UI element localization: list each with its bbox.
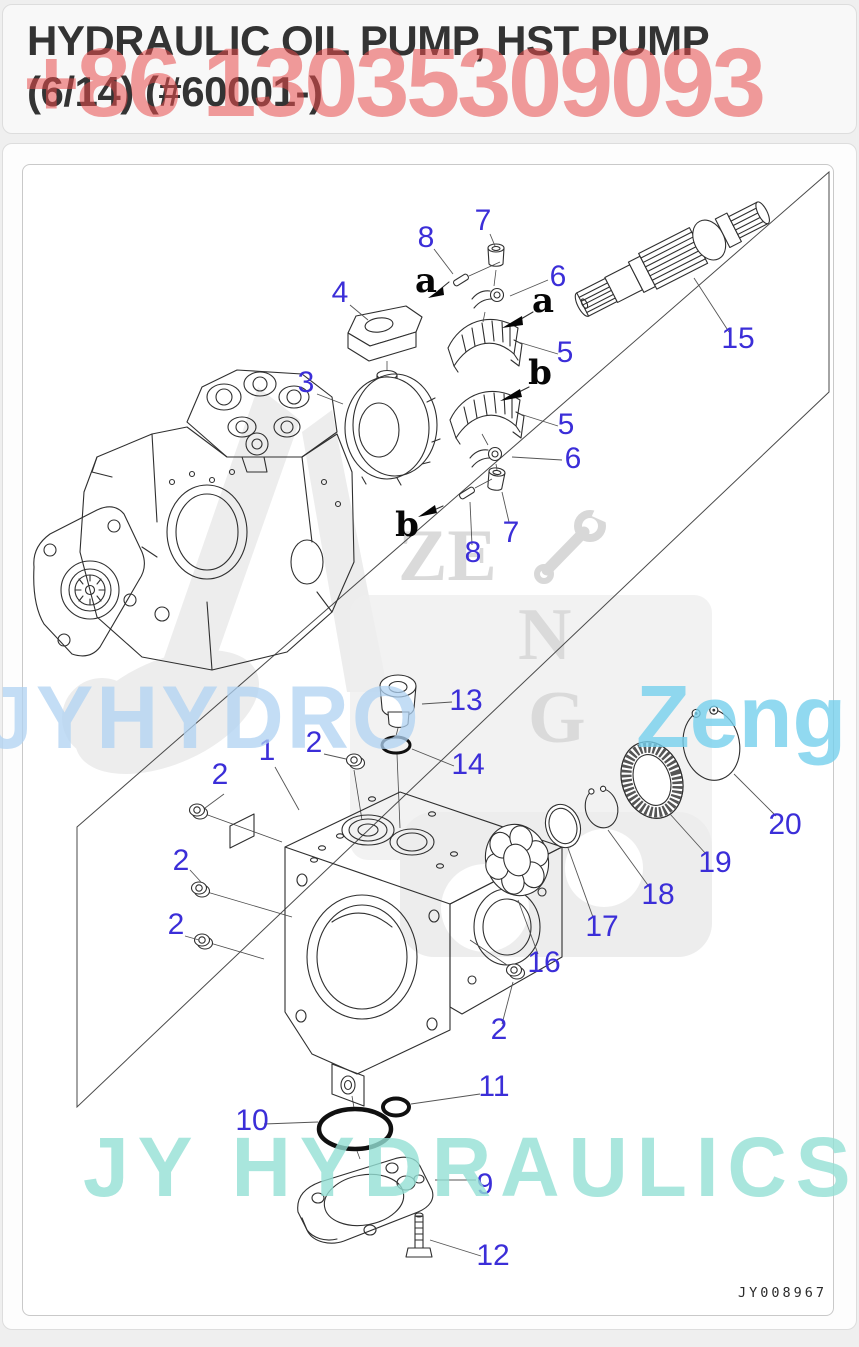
phone-watermark: +86 13035309093 <box>23 28 766 134</box>
part-6-fork-upper <box>471 287 505 309</box>
part-label-8b: 8 <box>465 536 482 569</box>
part-label-14: 14 <box>451 748 484 781</box>
part-label-16: 16 <box>527 946 560 979</box>
part-8-pin-upper <box>452 272 470 288</box>
exploded-view-plane <box>76 170 830 1109</box>
part-label-18: 18 <box>641 878 674 911</box>
part-15-shaft <box>574 201 770 317</box>
construction-lines <box>351 261 501 1160</box>
part-label-5a: 5 <box>557 336 574 369</box>
part-label-6a: 6 <box>550 260 567 293</box>
part-label-7b: 7 <box>503 516 520 549</box>
part-label-2d: 2 <box>306 726 323 759</box>
part-label-19: 19 <box>698 846 731 879</box>
part-10-oring <box>316 1106 394 1152</box>
diagram-box[interactable]: ZE N G <box>22 164 834 1316</box>
part-label-12: 12 <box>476 1239 509 1272</box>
part-label-2c: 2 <box>168 908 185 941</box>
view-arrows <box>418 281 534 517</box>
part-18-snap-ring <box>584 785 619 829</box>
part-14-oring <box>380 735 412 755</box>
part-2-bolt-5 <box>469 939 526 980</box>
wrench-icon <box>534 504 612 584</box>
part-12-bolt <box>405 1212 433 1258</box>
part-7-plug-lower <box>485 466 507 492</box>
part-5-cradle-lower <box>449 390 525 445</box>
view-label-a1: a <box>415 261 437 301</box>
part-label-11: 11 <box>478 1070 509 1103</box>
part-7-plug-upper <box>487 243 505 267</box>
view-label-a2: a <box>532 281 554 321</box>
part-label-17: 17 <box>585 910 618 943</box>
drawing-code: JY008967 <box>737 1285 827 1301</box>
part-label-4: 4 <box>332 276 349 309</box>
gray-watermark-g: G <box>528 677 586 759</box>
part-label-13: 13 <box>449 684 482 717</box>
part-label-5b: 5 <box>558 408 575 441</box>
gray-watermark-ze: ZE <box>398 515 497 597</box>
title-line-1: HYDRAULIC OIL PUMP, HST PUMP <box>27 17 710 64</box>
part-label-9: 9 <box>477 1168 494 1201</box>
gray-watermark-n: N <box>518 594 571 676</box>
page-title: HYDRAULIC OIL PUMP, HST PUMP(6/14) (#600… <box>27 15 710 117</box>
part-label-2e: 2 <box>491 1013 508 1046</box>
part-9-cover-plate <box>297 1156 434 1244</box>
part-label-2a: 2 <box>212 758 229 791</box>
title-line-2: (6/14) (#60001-) <box>27 68 323 116</box>
part-6-fork-lower <box>469 446 503 468</box>
exploded-parts-drawing: ZE N G <box>33 170 830 1272</box>
part-label-6b: 6 <box>565 442 582 475</box>
part-13-plug <box>379 674 417 728</box>
part-label-10: 10 <box>235 1104 268 1137</box>
leader-lines <box>184 233 777 1257</box>
part-20-circlip <box>682 705 741 781</box>
part-label-8a: 8 <box>418 221 435 254</box>
part-19-bearing-race <box>620 741 684 819</box>
content-card: ZE N G <box>0 143 857 1330</box>
part-11-oring <box>381 1096 411 1118</box>
part-5-cradle-upper <box>447 318 523 373</box>
part-2-bolt-1 <box>188 803 283 843</box>
callout-labels: 1 2 2 2 2 2 3 4 5 5 6 6 7 7 8 8 9 <box>168 204 802 1272</box>
assembled-pump <box>33 369 355 671</box>
part-label-3: 3 <box>298 366 315 399</box>
part-label-15: 15 <box>721 322 754 355</box>
part-16-bearing <box>484 823 550 897</box>
view-label-b1: b <box>528 353 552 393</box>
part-2-bolt-2 <box>190 881 293 918</box>
part-label-2b: 2 <box>173 844 190 877</box>
view-label-b2: b <box>395 505 419 545</box>
part-3-swash-plate <box>344 373 441 486</box>
part-label-20: 20 <box>768 808 801 841</box>
part-8-pin-lower <box>458 485 476 501</box>
housing-top-holes <box>309 796 459 869</box>
part-label-1: 1 <box>259 734 276 767</box>
part-17-seal-ring <box>544 803 582 849</box>
spline-ticks <box>74 574 106 606</box>
header: HYDRAULIC OIL PUMP, HST PUMP(6/14) (#600… <box>2 4 857 134</box>
part-label-7a: 7 <box>475 204 492 237</box>
part-2-bolt-3 <box>193 933 265 960</box>
